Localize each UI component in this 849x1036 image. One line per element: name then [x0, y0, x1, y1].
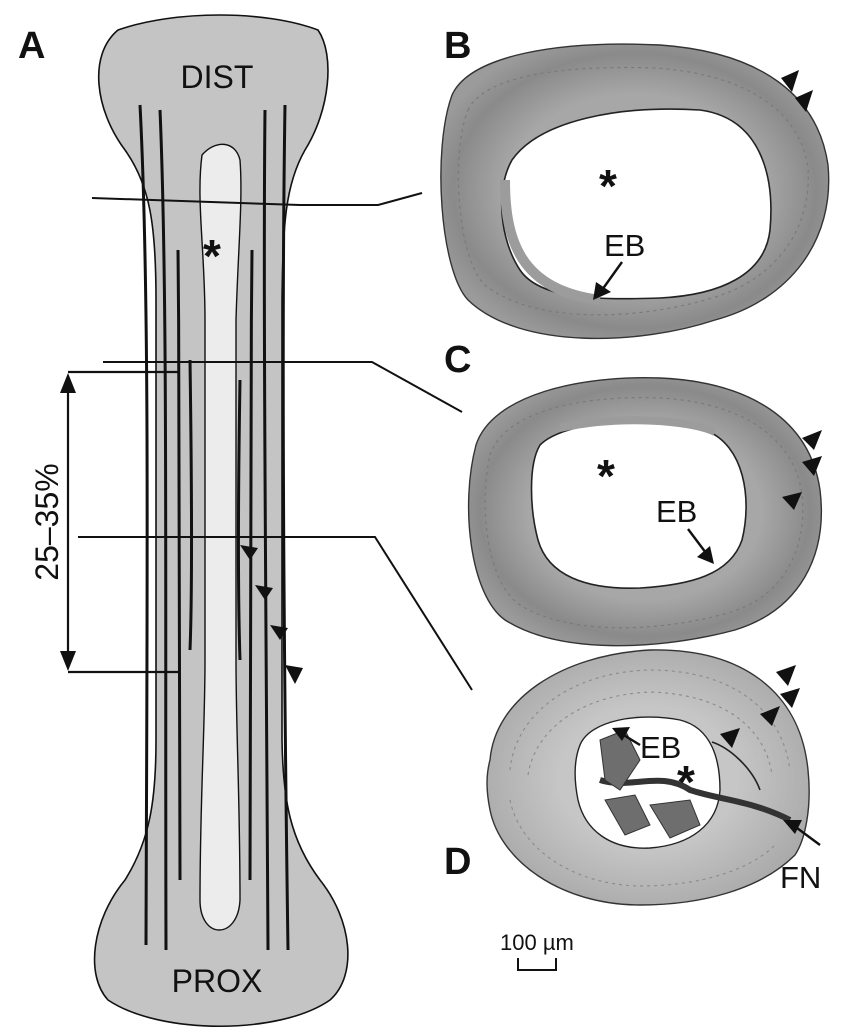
panel-b-eb-label: EB	[604, 228, 645, 263]
panel-c-asterisk: *	[597, 450, 615, 502]
panel-b-letter: B	[444, 25, 471, 67]
panel-b-marrow	[502, 109, 771, 299]
marrow-asterisk: *	[203, 230, 221, 282]
panel-c-letter: C	[444, 339, 471, 381]
dist-label: DIST	[181, 59, 254, 95]
panel-b-asterisk: *	[599, 160, 617, 212]
panel-d-section: D EB * FN	[444, 650, 821, 905]
scale-bar-label: 100 µm	[500, 930, 574, 955]
panel-a-letter: A	[18, 25, 45, 67]
scale-bar-line	[518, 958, 556, 970]
panel-d-fn-label: FN	[780, 860, 821, 895]
panel-d-letter: D	[444, 841, 471, 883]
panel-a-bone-diagram: A DIST PROX * 25–35%	[18, 15, 472, 1026]
range-arrow-up	[60, 373, 76, 393]
panel-d-eb-label: EB	[640, 730, 681, 765]
panel-c-section: C * EB	[444, 339, 822, 646]
range-label: 25–35%	[29, 463, 65, 580]
panel-c-eb-label: EB	[656, 494, 697, 529]
range-arrow-down	[60, 651, 76, 671]
scale-bar: 100 µm	[500, 930, 574, 970]
panel-b-section: B * EB	[441, 25, 829, 338]
panel-d-asterisk: *	[677, 756, 695, 808]
panel-c-marrow	[532, 422, 747, 589]
prox-label: PROX	[172, 963, 263, 999]
